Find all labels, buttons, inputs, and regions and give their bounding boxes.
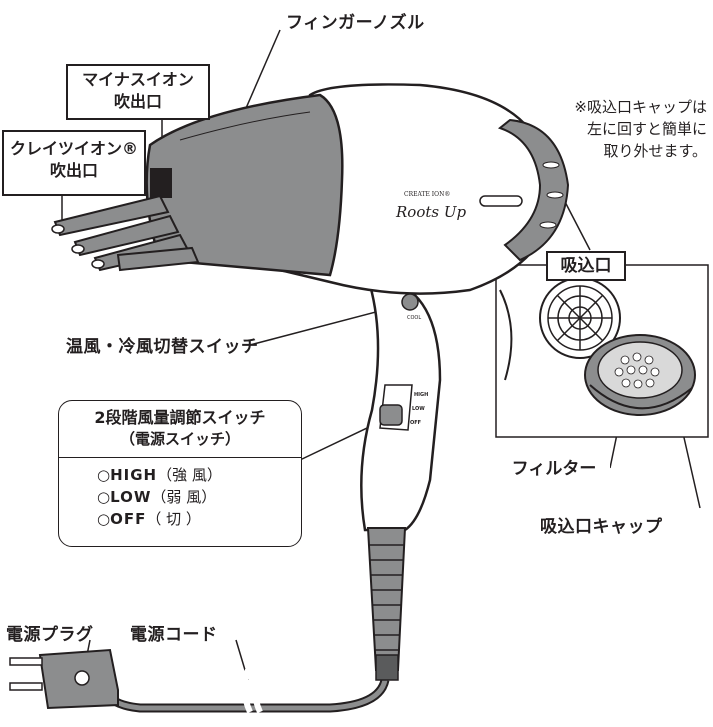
airflow-switch-box: 2段階風量調節スイッチ （電源スイッチ） ○HIGH（強 風） ○LOW（弱 風… (58, 400, 302, 547)
power-plug (9, 648, 119, 710)
intake-label: 吸込口 (546, 251, 626, 281)
brand-small-text: CREATE ION® (404, 191, 451, 198)
finger-nozzle (51, 93, 344, 277)
filter-label: フィルター (498, 456, 610, 482)
cool-mark: COOL (407, 315, 422, 321)
airflow-slide-switch (379, 404, 403, 426)
clay-ion-line1: クレイツイオン® (9, 139, 138, 158)
switch-mark-low: LOW (412, 406, 425, 412)
intake-cap-label: 吸込口キャップ (540, 517, 663, 537)
switch-box-subtitle: （電源スイッチ） (119, 430, 240, 448)
clay-ion-line2: 吹出口 (49, 161, 98, 180)
power-cord-label: 電源コード (130, 625, 218, 645)
power-plug-label: 電源プラグ (6, 625, 94, 645)
option-low: ○LOW（弱 風） (97, 488, 217, 506)
finger-nozzle-label: フィンガーノズル (286, 13, 425, 33)
minus-ion-outlet (150, 168, 172, 198)
note-line2: 左に回すと簡単に (586, 120, 707, 138)
note-line3: 取り外せます。 (603, 142, 707, 160)
warm-cool-switch-label: 温風・冷風切替スイッチ (66, 337, 259, 357)
switch-box-title: 2段階風量調節スイッチ (94, 408, 266, 427)
switch-options: ○HIGH（強 風） ○LOW（弱 風） ○OFF（ 切 ） (59, 457, 301, 530)
clay-ion-outlet-label: クレイツイオン® 吹出口 (2, 130, 146, 196)
option-high: ○HIGH（強 風） (97, 466, 222, 484)
minus-ion-line2: 吹出口 (113, 92, 162, 111)
cool-switch-button (401, 293, 419, 311)
dryer-handle (360, 280, 442, 681)
dryer-body (278, 83, 570, 311)
switch-mark-off: OFF (410, 420, 422, 426)
minus-ion-outlet-label: マイナスイオン 吹出口 (66, 64, 210, 120)
intake-cap-detail (584, 334, 696, 416)
option-off: ○OFF（ 切 ） (97, 510, 201, 528)
cap-removal-note: ※吸込口キャップは 左に回すと簡単に 取り外せます。 (574, 96, 707, 162)
note-line1: ※吸込口キャップは (574, 98, 707, 116)
switch-mark-high: HIGH (414, 392, 429, 398)
minus-ion-line1: マイナスイオン (82, 70, 194, 89)
brand-logo-text: Roots Up (396, 203, 467, 221)
